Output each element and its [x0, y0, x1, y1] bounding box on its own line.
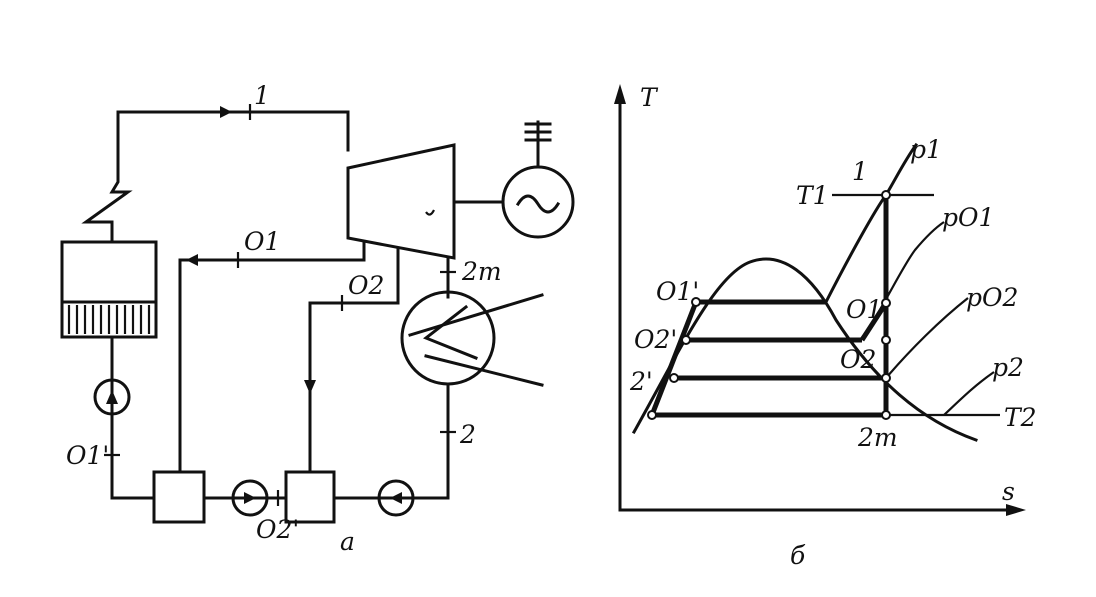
label-point-1: 1: [852, 157, 868, 186]
label-p1: p1: [910, 135, 942, 164]
axis-label-s: s: [1002, 477, 1015, 506]
label-1: 1: [254, 81, 270, 110]
label-point-o2: O2: [840, 345, 876, 374]
boiler-icon: [60, 240, 158, 339]
caption-a: a: [340, 527, 355, 556]
label-point-2-prime: 2': [629, 367, 653, 396]
condensate-pump-icon: [377, 479, 415, 517]
thermal-scheme: 1 O1 O2 2т 2 O1' O2' a: [60, 81, 575, 556]
point-o1: [881, 298, 891, 308]
label-po1: pO1: [942, 203, 994, 232]
caption-b: б: [790, 541, 806, 570]
label-point-o2-prime: O2': [634, 325, 677, 354]
label-point-o1-prime: O1': [656, 277, 699, 306]
point-o2: [881, 335, 891, 345]
feedwater-heater-icon: [152, 470, 206, 524]
label-2: 2: [459, 420, 476, 449]
label-o1-prime: O1': [66, 441, 109, 470]
isobar-po2: [885, 297, 969, 379]
generator-icon: [452, 120, 575, 239]
point-o2-prime: [681, 335, 691, 345]
point-2: [647, 410, 657, 420]
point-o1-prime: [691, 297, 701, 307]
boiler-feed-pump-icon: [93, 378, 131, 416]
saturation-curve: [631, 257, 978, 442]
label-po2: pO2: [966, 283, 1018, 312]
label-t1: T1: [796, 181, 829, 210]
feed-pump-icon: [231, 479, 269, 517]
cycle-o1-bleed: [859, 301, 889, 342]
point-2prime-right: [881, 373, 891, 383]
label-point-o1: O1: [846, 295, 882, 324]
label-point-2t: 2т: [857, 423, 898, 452]
ts-diagram: T s T1 T2 p1 pO1 pO2: [614, 83, 1037, 570]
isobar-p2: [943, 371, 995, 416]
superheater-coil-icon: [81, 110, 350, 244]
label-t2: T2: [1004, 403, 1037, 432]
label-o1: O1: [244, 227, 280, 256]
label-o2-prime: O2': [256, 515, 299, 544]
point-2-prime: [669, 373, 679, 383]
cycle-pump-liquid: [649, 301, 699, 416]
axis-label-t: T: [640, 83, 659, 112]
point-2t: [881, 410, 891, 420]
label-p2: p2: [992, 353, 1024, 382]
isobar-p1: [823, 142, 919, 305]
condenser-icon: [400, 290, 544, 387]
turbine-icon: [346, 143, 456, 260]
point-1: [881, 190, 891, 200]
label-2t: 2т: [461, 257, 502, 286]
label-o2: O2: [348, 271, 384, 300]
